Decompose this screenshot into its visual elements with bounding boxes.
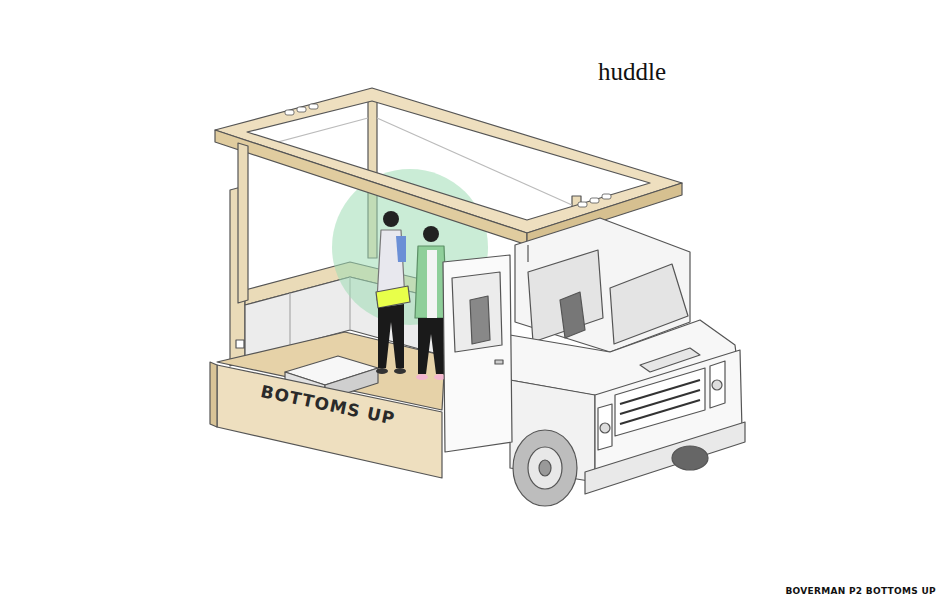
side-panel: [217, 365, 442, 478]
frame-post: [238, 143, 248, 303]
truck-cab: [515, 218, 690, 352]
person: [415, 226, 447, 380]
outlet: [236, 340, 244, 348]
caption: BOVERMAN P2 BOTTOMS UP: [785, 586, 936, 596]
wheel: [672, 446, 708, 470]
page-title: huddle: [598, 58, 666, 86]
headlight: [710, 361, 725, 408]
grille: [615, 368, 705, 436]
person: [376, 211, 410, 374]
headlight: [598, 404, 612, 450]
wheel: [513, 430, 577, 506]
side-window: [528, 250, 603, 342]
door: [443, 255, 512, 452]
bumper: [585, 422, 745, 494]
